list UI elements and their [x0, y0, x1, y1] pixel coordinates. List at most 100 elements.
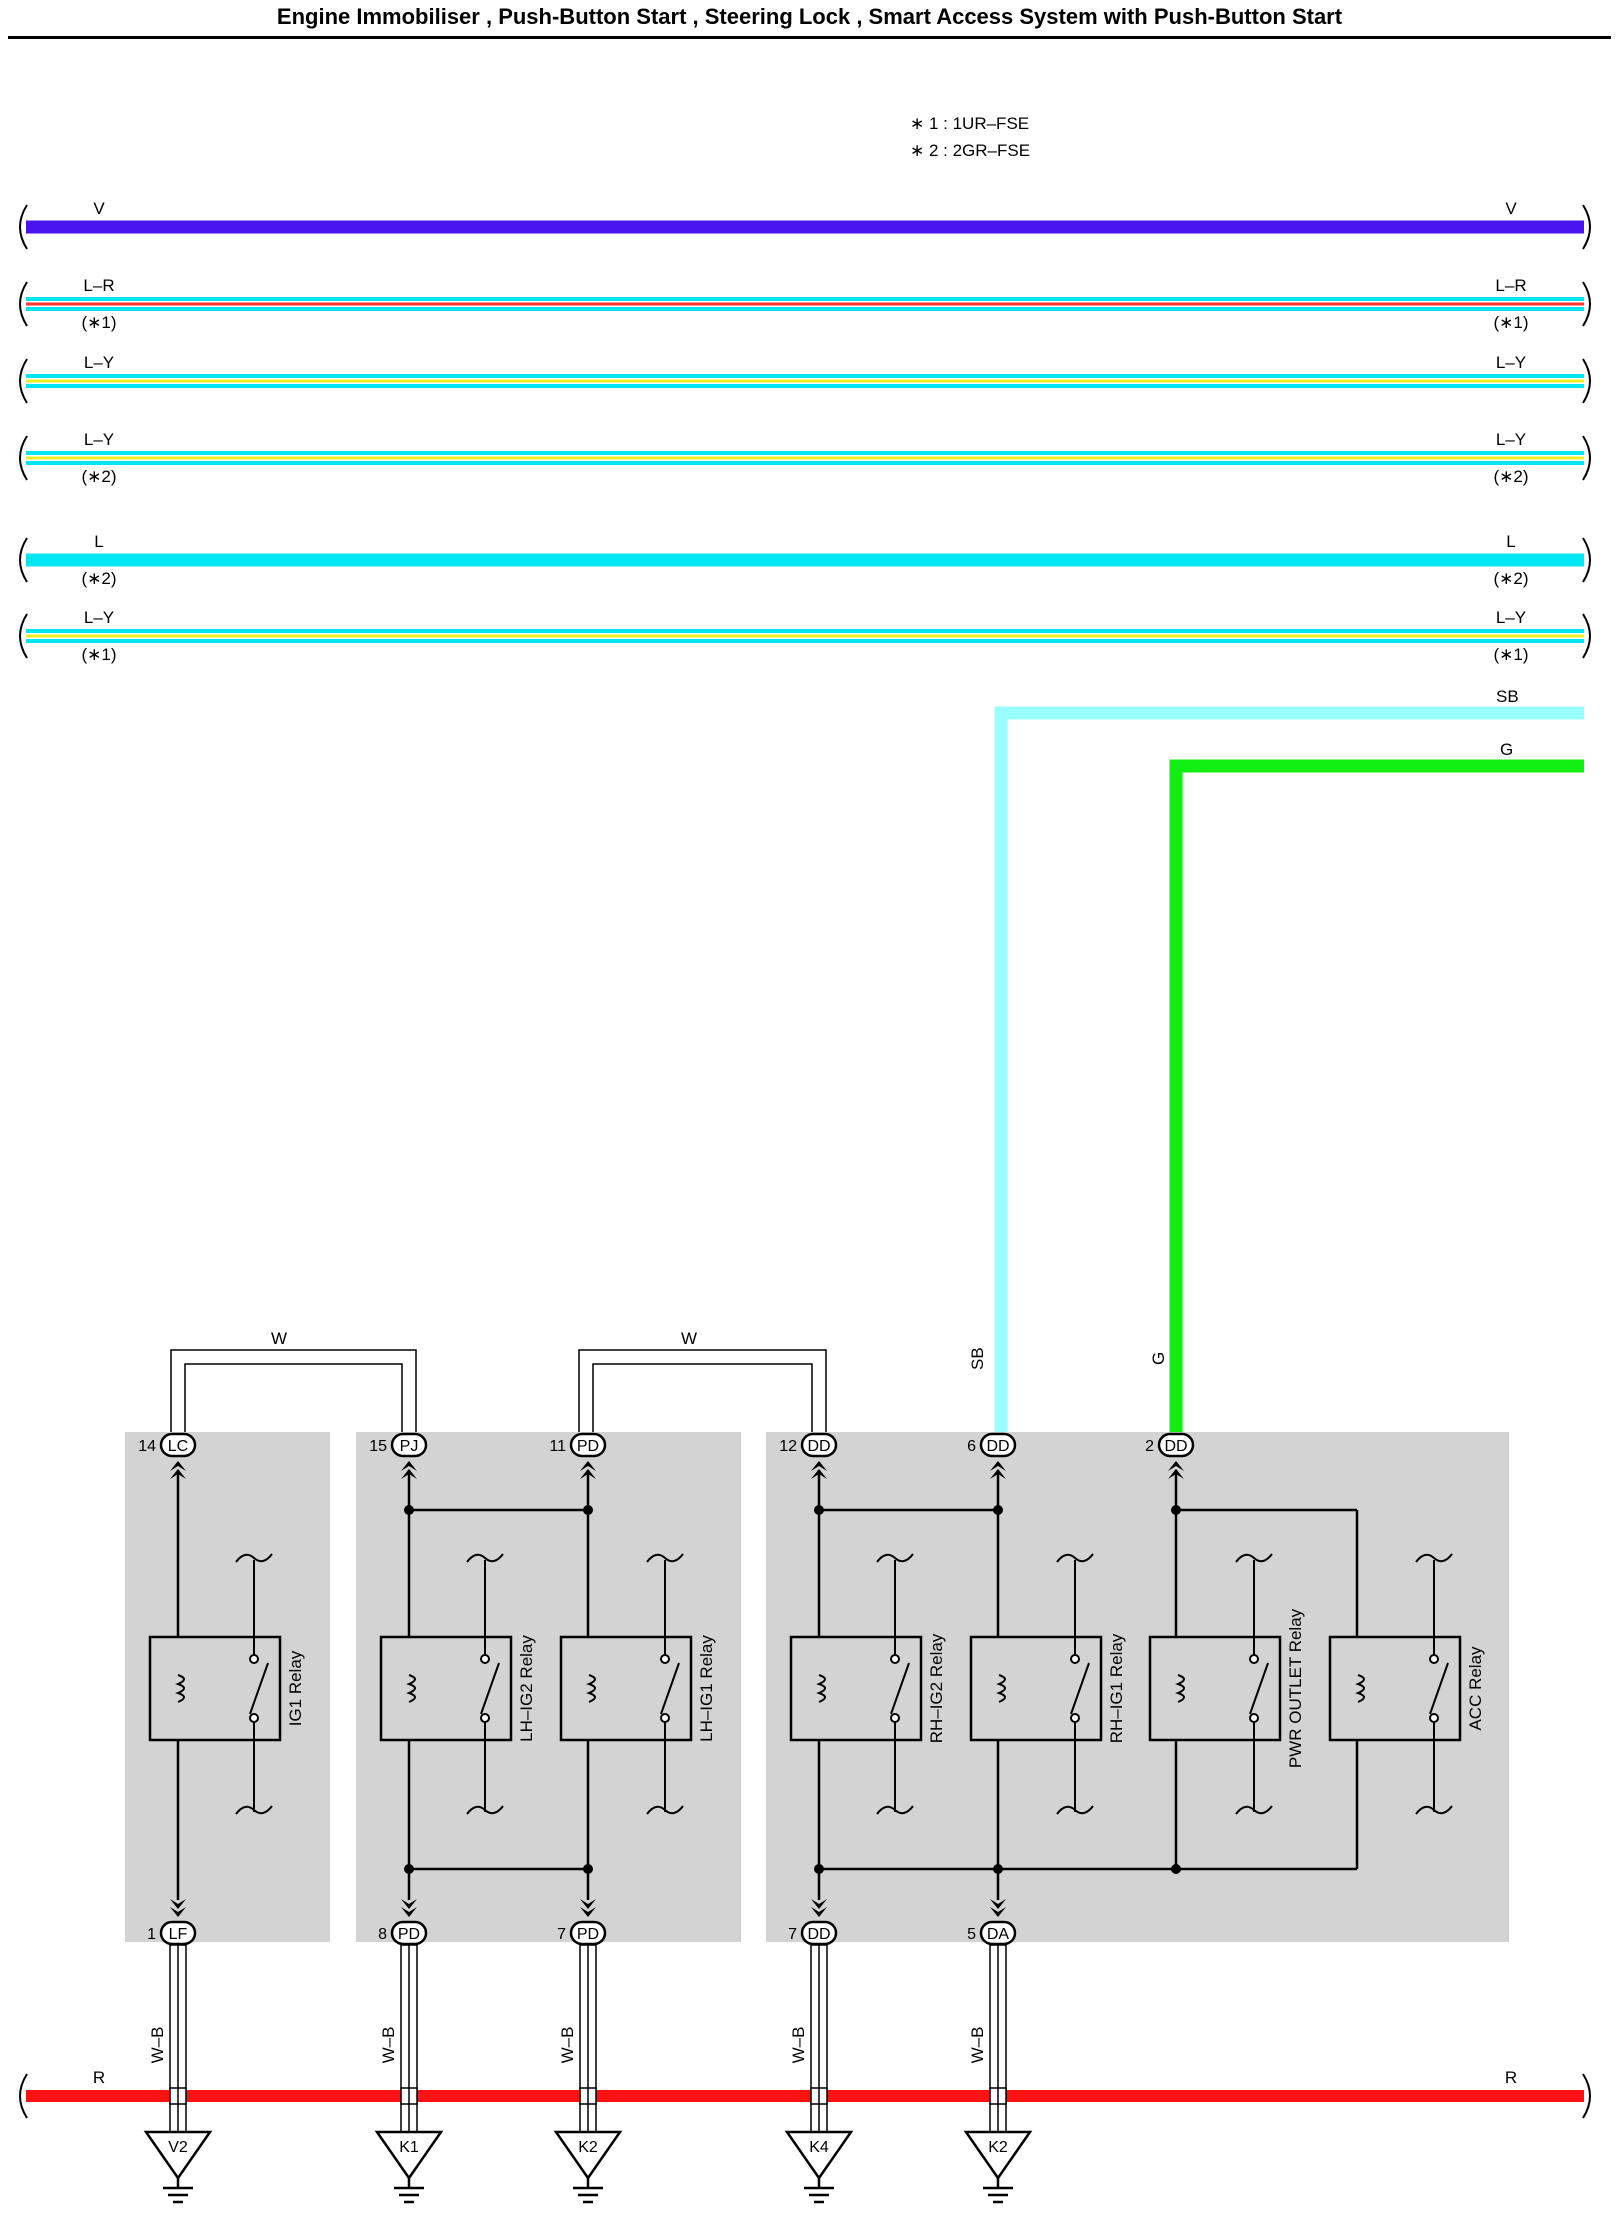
relay-switch-blade [890, 1662, 910, 1715]
bus-note-left: (∗1) [81, 313, 116, 332]
top-connector-5: DD 6 [967, 1432, 1017, 1458]
relay-contact-point [660, 1654, 670, 1664]
bus-end-bracket [19, 204, 28, 250]
relay-contact-point [890, 1713, 900, 1723]
relay-contact-point [1429, 1654, 1439, 1664]
bus-end-bracket [1582, 613, 1591, 659]
ground-triangle [143, 2130, 213, 2181]
wire-break-mark [646, 1553, 684, 1563]
relay-contact-point [1249, 1654, 1259, 1664]
relay-coil [816, 1674, 826, 1703]
relay-switch-blade [660, 1662, 680, 1715]
ground-code: K1 [399, 2139, 419, 2156]
bus-label-left: L [94, 532, 103, 551]
arrow-down-mark [170, 1899, 186, 1909]
connector-pin: 7 [557, 1926, 566, 1943]
bus-end-bracket [1582, 281, 1591, 327]
bus-end-bracket [19, 537, 28, 583]
ground-triangle [963, 2130, 1033, 2181]
connector-oval [800, 1432, 838, 1458]
wire-break-mark [466, 1805, 504, 1815]
bus-note-right: (∗1) [1493, 645, 1528, 664]
wire-break-mark [466, 1553, 504, 1563]
ground-wire-label: W–B [789, 2027, 808, 2064]
relay-name: PWR OUTLET Relay [1286, 1608, 1305, 1768]
bus-label-left: L–R [83, 276, 114, 295]
bottom-connector-1: LF1 [147, 1920, 197, 1946]
connector-code: PD [577, 1926, 599, 1943]
ground-wire-label: W–B [148, 2027, 167, 2064]
relay-name: RH–IG2 Relay [927, 1633, 946, 1743]
ground-1: V2 [143, 2130, 213, 2204]
wire-break-mark [1235, 1553, 1273, 1563]
connector-oval [979, 1920, 1017, 1946]
arrow-up-mark [580, 1469, 596, 1479]
connector-oval [800, 1920, 838, 1946]
connector-pin: 6 [967, 1438, 976, 1455]
connector-pin: 2 [1145, 1438, 1154, 1455]
relay-contact-point [1249, 1713, 1259, 1723]
connector-pin: 11 [549, 1438, 566, 1455]
bus-label-right: L–Y [1496, 353, 1526, 372]
ground-code: K4 [809, 2139, 829, 2156]
bottom-connector-5: DA5 [967, 1920, 1017, 1946]
connector-pin: 7 [788, 1926, 797, 1943]
connector-oval [1157, 1432, 1195, 1458]
connector-code: DD [986, 1438, 1009, 1455]
wire-break-mark [876, 1805, 914, 1815]
relay-4: RH–IG2 Relay [789, 1553, 946, 1815]
bus-end-bracket [19, 435, 28, 481]
connector-oval [979, 1432, 1017, 1458]
ground-wire-label: W–B [558, 2027, 577, 2064]
relay-coil [1355, 1674, 1365, 1703]
bus-label-right: V [1505, 199, 1517, 218]
relay-body [379, 1635, 513, 1742]
connector-pin: 1 [147, 1926, 156, 1943]
arrow-up-mark [990, 1469, 1006, 1479]
ground-wire-label: W–B [379, 2027, 398, 2064]
wire-break-mark [1415, 1805, 1453, 1815]
bus-label-left: L–Y [84, 353, 114, 372]
arrow-down-mark [811, 1907, 827, 1917]
bus-end-bracket [1582, 435, 1591, 481]
bus-end-bracket [1582, 358, 1591, 404]
connector-code: DD [807, 1926, 830, 1943]
relay-coil [1175, 1674, 1185, 1703]
connector-oval [390, 1920, 428, 1946]
bus-label-right: L–Y [1496, 608, 1526, 627]
relay-contact-point [890, 1654, 900, 1664]
connector-code: DD [1164, 1438, 1187, 1455]
relay-switch-blade [1429, 1662, 1449, 1715]
relay-contact-point [480, 1713, 490, 1723]
bus-LY0: L–Y L–Y [19, 353, 1591, 404]
junction-dots [404, 1505, 1181, 1874]
model-note-2: ∗ 2 : 2GR–FSE [910, 141, 1030, 160]
connector-pin: 12 [779, 1438, 797, 1455]
bus-end-bracket [19, 281, 28, 327]
sb-feed-label-vertical: SB [968, 1347, 987, 1370]
wire-break-mark [876, 1553, 914, 1563]
relay-contact-point [1070, 1713, 1080, 1723]
relay-coil [175, 1674, 185, 1703]
title-underline [8, 36, 1611, 39]
sb-feed-wire [994, 706, 1584, 1432]
wire-break-mark [646, 1805, 684, 1815]
relay-6: PWR OUTLET Relay [1148, 1553, 1305, 1815]
relay-3: LH–IG1 Relay [559, 1553, 716, 1815]
relay-body [1148, 1635, 1282, 1742]
w-jumper-2 [578, 1349, 827, 1432]
bottom-connector-3: PD 7 [557, 1920, 607, 1946]
arrow-up-mark [170, 1461, 186, 1471]
arrow-down-mark [990, 1899, 1006, 1909]
connector-pin: 14 [138, 1438, 156, 1455]
arrow-up-mark [811, 1469, 827, 1479]
bus-note-left: (∗1) [81, 645, 116, 664]
bus-label-left: V [93, 199, 105, 218]
